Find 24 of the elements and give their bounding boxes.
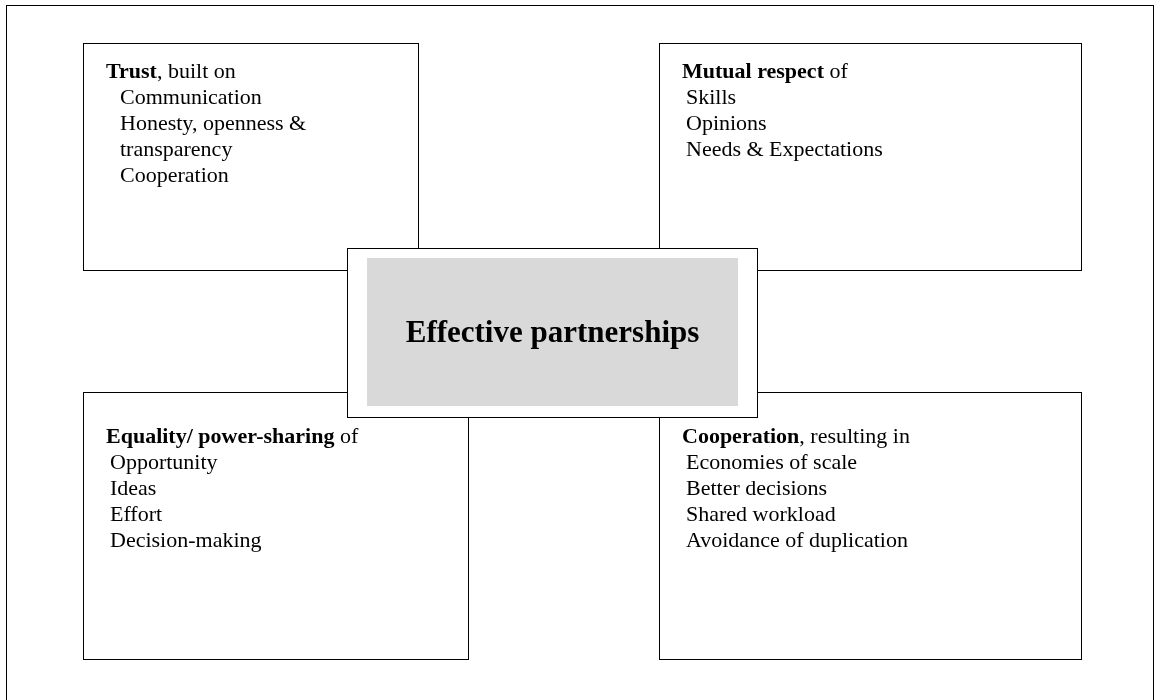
list-item: Ideas (110, 475, 158, 501)
box-heading: Equality/ power-sharing of (106, 423, 360, 449)
list-item: Honesty, openness & transparency (120, 110, 308, 162)
list-item: Skills (686, 84, 738, 110)
list-item: Decision-making (110, 527, 263, 553)
topic-box (83, 392, 469, 660)
list-item: Communication (120, 84, 263, 110)
box-heading: Trust, built on (106, 58, 237, 84)
topic-box (83, 43, 419, 271)
box-heading: Cooperation, resulting in (682, 423, 911, 449)
list-item: Opportunity (110, 449, 219, 475)
list-item: Needs & Expectations (686, 136, 884, 162)
list-item: Opinions (686, 110, 768, 136)
topic-box (659, 43, 1082, 271)
list-item: Economies of scale (686, 449, 859, 475)
list-item: Better decisions (686, 475, 829, 501)
list-item: Cooperation (120, 162, 230, 188)
list-item: Effort (110, 501, 164, 527)
box-heading: Mutual respect of (682, 58, 849, 84)
central-box (347, 248, 758, 418)
topic-box (659, 392, 1082, 660)
list-item: Avoidance of duplication (686, 527, 909, 553)
list-item: Shared workload (686, 501, 837, 527)
central-title: Effective partnerships (405, 314, 700, 350)
